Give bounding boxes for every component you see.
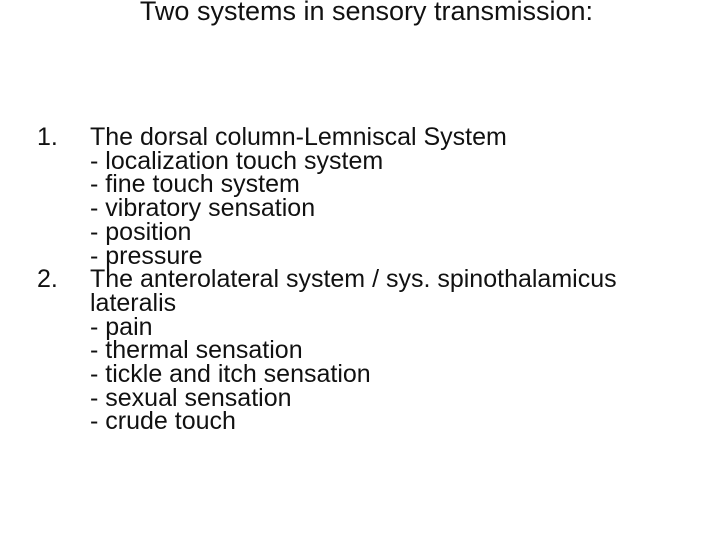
list-item-number: 1.: [37, 123, 58, 151]
list-line: - position: [90, 217, 192, 246]
list-line: - pressure: [90, 241, 203, 270]
list-line: - localization touch system: [90, 146, 384, 175]
list-line: lateralis: [90, 288, 177, 317]
list-item-1: 1. The dorsal column-Lemniscal System - …: [0, 123, 720, 270]
numbered-list: 1. The dorsal column-Lemniscal System - …: [0, 123, 720, 436]
list-line: The dorsal column-Lemniscal System: [90, 123, 507, 151]
slide-title: Two systems in sensory transmission:: [139, 0, 594, 26]
list-line: The anterolateral system / sys. spinotha…: [90, 265, 617, 294]
list-line: - sexual sensation: [90, 383, 292, 412]
list-line: - thermal sensation: [90, 336, 303, 365]
list-line: - fine touch system: [90, 170, 300, 199]
list-item-2: 2. The anterolateral system / sys. spino…: [0, 265, 720, 436]
list-item-content: The dorsal column-Lemniscal System - loc…: [90, 123, 720, 270]
list-line: - vibratory sensation: [90, 194, 316, 223]
list-item-number: 2.: [37, 265, 58, 294]
list-line: - crude touch: [90, 407, 236, 436]
list-line: - pain: [90, 312, 153, 341]
list-line: - tickle and itch sensation: [90, 360, 371, 389]
list-item-content: The anterolateral system / sys. spinotha…: [90, 265, 720, 436]
